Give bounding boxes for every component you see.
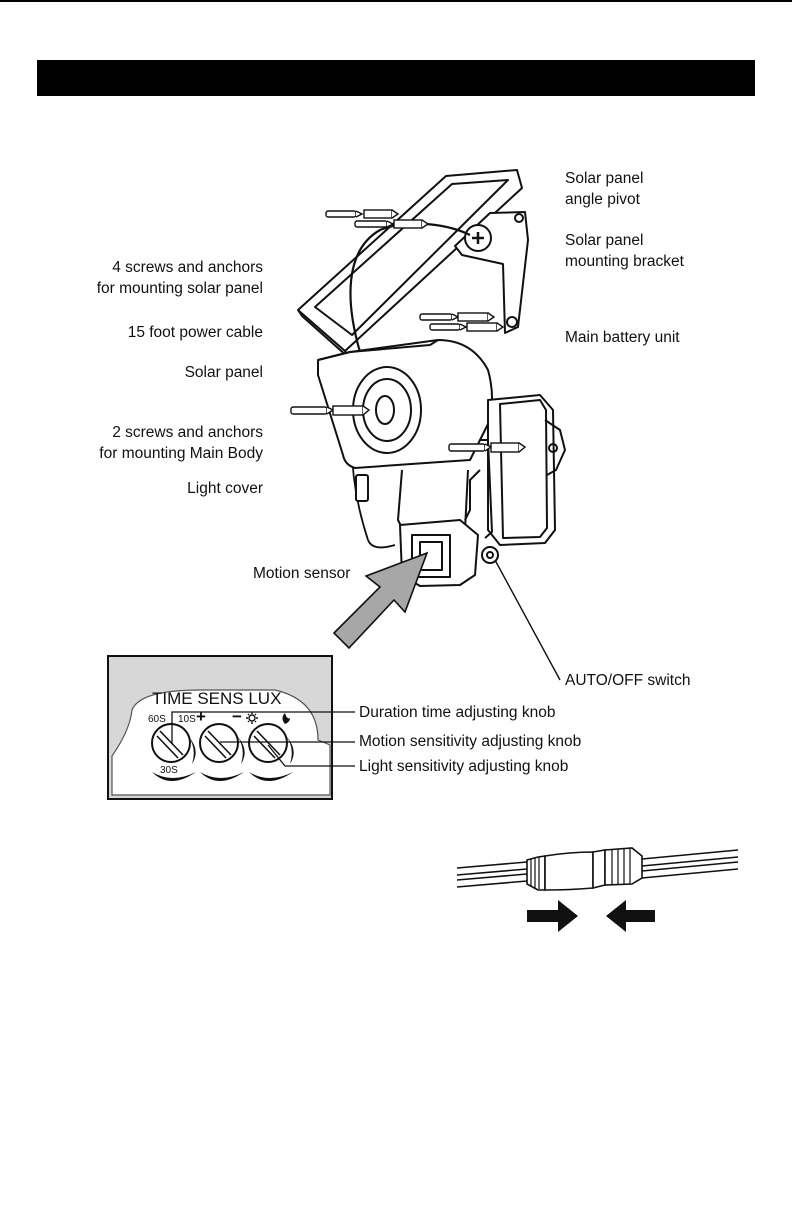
screw-solar-3 xyxy=(419,312,496,322)
callout-motion-knob: Motion sensitivity adjusting knob xyxy=(359,733,582,750)
screw-body-2 xyxy=(448,442,527,453)
callout-duration-knob: Duration time adjusting knob xyxy=(359,704,556,721)
arrow-right-icon xyxy=(527,900,578,932)
lux-minus-label: − xyxy=(232,707,242,726)
time-30s-label: 30S xyxy=(160,765,178,776)
label-angle-pivot-line1: Solar panel xyxy=(565,170,644,187)
motion-sensor-arrow xyxy=(332,551,429,650)
screw-solar-2 xyxy=(354,219,430,229)
label-light-cover: Light cover xyxy=(187,480,263,497)
auto-off-pointer xyxy=(494,559,561,681)
time-60s-label: 60S xyxy=(148,714,166,725)
label-solar-panel: Solar panel xyxy=(184,364,263,381)
cable-connector-drawing xyxy=(456,847,739,891)
arrow-left-icon xyxy=(606,900,655,932)
push-arrows xyxy=(527,900,655,932)
section-header-bar xyxy=(37,60,755,96)
label-screws-solar-line1: 4 screws and anchors xyxy=(112,259,263,276)
sun-icon xyxy=(246,712,258,724)
power-cable-drawing xyxy=(349,222,471,353)
light-callout-line xyxy=(267,744,355,767)
screw-solar-1 xyxy=(325,209,400,219)
screw-body-1 xyxy=(290,405,371,416)
label-auto-off-switch: AUTO/OFF switch xyxy=(565,672,691,689)
moon-icon xyxy=(282,713,290,724)
screws-drawing xyxy=(290,209,527,453)
label-power-cable: 15 foot power cable xyxy=(127,324,263,341)
callout-light-knob: Light sensitivity adjusting knob xyxy=(359,758,569,775)
label-mounting-bracket-line2: mounting bracket xyxy=(565,253,684,270)
battery-unit-drawing xyxy=(480,394,566,564)
label-motion-sensor: Motion sensor xyxy=(253,565,351,582)
label-screws-body-line1: 2 screws and anchors xyxy=(112,424,263,441)
label-mounting-bracket-line1: Solar panel xyxy=(565,232,644,249)
screw-solar-4 xyxy=(429,322,505,332)
control-panel-header: TIME SENS LUX xyxy=(152,689,282,708)
mounting-bracket-drawing xyxy=(454,211,529,334)
duration-callout-line xyxy=(171,711,355,744)
label-battery-unit: Main battery unit xyxy=(565,329,680,346)
sens-plus-label: + xyxy=(196,707,206,726)
light-head-drawing xyxy=(317,339,494,531)
label-screws-solar-line2: for mounting solar panel xyxy=(96,280,263,297)
label-screws-body-line2: for mounting Main Body xyxy=(99,445,263,462)
label-angle-pivot-line2: angle pivot xyxy=(565,191,640,208)
top-rule xyxy=(0,0,792,2)
control-panel-drawing xyxy=(107,655,333,800)
time-10s-label: 10S xyxy=(178,714,196,725)
